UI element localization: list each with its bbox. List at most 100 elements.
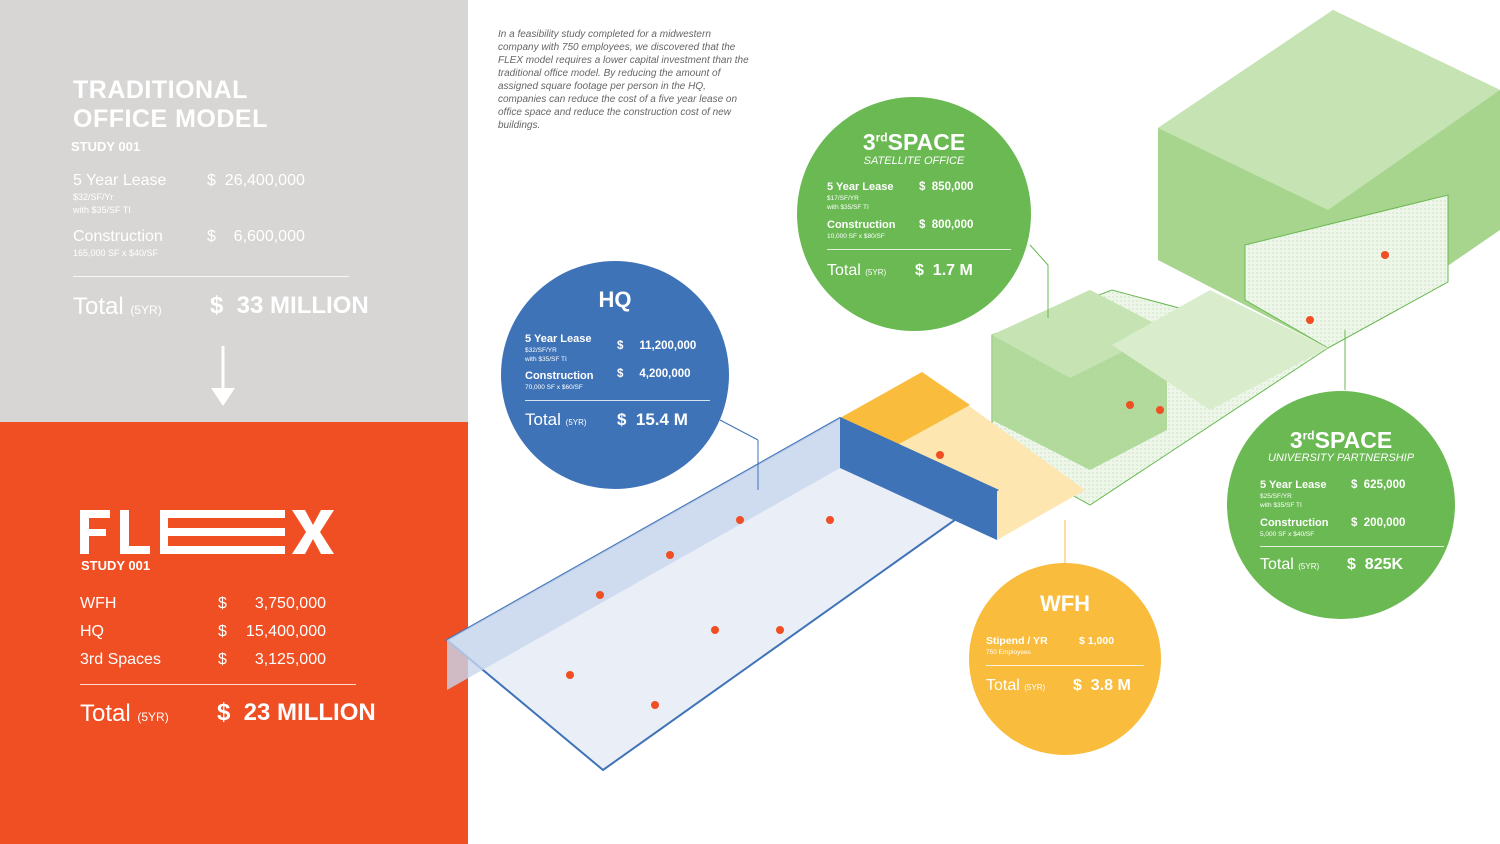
title-sup: rd bbox=[1302, 428, 1315, 443]
flex-panel: STUDY 001 WFH $ 3,750,000 HQ $ 15,400,00… bbox=[0, 422, 468, 844]
flex-row-3rd-currency: $ bbox=[218, 651, 227, 668]
hq-construction-sub: 70,000 SF x $60/SF bbox=[525, 384, 583, 391]
total-value: $ 33 MILLION bbox=[210, 292, 369, 319]
total-label-text: Total bbox=[986, 677, 1020, 694]
hq-circle: HQ 5 Year Lease $32/SF/YR with $35/SF TI… bbox=[501, 261, 729, 489]
flex-row-wfh-label: WFH bbox=[80, 595, 117, 612]
hq-lease-label: 5 Year Lease bbox=[525, 333, 592, 345]
isometric-office-illustration bbox=[445, 10, 1500, 772]
university-interior bbox=[1244, 194, 1449, 349]
people-figures bbox=[566, 251, 1389, 709]
callout-lines bbox=[719, 419, 759, 490]
wfh-title: WFH bbox=[1039, 591, 1091, 616]
flex-row-hq-value: 15,400,000 bbox=[245, 623, 326, 640]
total-period: (5YR) bbox=[565, 418, 587, 427]
construction-sub: 165,000 SF x $40/SF bbox=[73, 248, 159, 258]
hq-wall-right bbox=[840, 418, 997, 540]
total-label-text: Total bbox=[827, 262, 861, 279]
hq-title: HQ bbox=[598, 287, 632, 312]
university-subtitle: UNIVERSITY PARTNERSHIP bbox=[1267, 452, 1415, 464]
hq-wall-back bbox=[447, 418, 840, 690]
wfh-stipend-sub: 750 Employees bbox=[986, 649, 1031, 656]
traditional-title-2: OFFICE MODEL bbox=[73, 105, 268, 133]
divider bbox=[73, 276, 349, 277]
title-word: SPACE bbox=[1314, 427, 1393, 453]
wfh-total-value: $ 3.8 M bbox=[1073, 677, 1131, 694]
university-circle: 3rdSPACE UNIVERSITY PARTNERSHIP 5 Year L… bbox=[1227, 391, 1455, 619]
flex-study: STUDY 001 bbox=[81, 558, 151, 573]
title-word: SPACE bbox=[887, 129, 966, 155]
traditional-study: STUDY 001 bbox=[71, 139, 141, 154]
satellite-construction-label: Construction bbox=[827, 219, 896, 231]
traditional-title-1: TRADITIONAL bbox=[73, 76, 248, 104]
satellite-total-value: $ 1.7 M bbox=[915, 262, 973, 279]
university-roof bbox=[1158, 10, 1500, 210]
flex-row-wfh-currency: $ bbox=[218, 595, 227, 612]
divider bbox=[827, 249, 1011, 250]
flex-row-3rd-label: 3rd Spaces bbox=[80, 651, 161, 668]
satellite-title: 3rdSPACE bbox=[797, 129, 1031, 156]
wfh-stipend-value: $ 1,000 bbox=[1079, 635, 1115, 647]
lease-label: 5 Year Lease bbox=[73, 172, 167, 189]
hq-lease-value: $ 11,200,000 bbox=[617, 340, 697, 352]
divider bbox=[525, 400, 710, 401]
university-construction-label: Construction bbox=[1260, 517, 1329, 529]
flex-total-label: Total (5YR) bbox=[80, 700, 169, 728]
hq-construction-value: $ 4,200,000 bbox=[617, 368, 691, 380]
connector-roof bbox=[1112, 290, 1328, 410]
hq-total-value: $ 15.4 M bbox=[617, 410, 688, 429]
total-period: (5YR) bbox=[1298, 562, 1320, 571]
hq-lease-sub1: $32/SF/YR bbox=[525, 347, 557, 354]
wfh-wall bbox=[840, 372, 970, 450]
total-period: (5YR) bbox=[865, 268, 887, 277]
university-lease-sub2: with $35/SF TI bbox=[1260, 502, 1302, 509]
title-num: 3 bbox=[862, 129, 876, 155]
satellite-construction-value: $ 800,000 bbox=[919, 219, 974, 231]
hq-total-label: Total (5YR) bbox=[525, 410, 587, 430]
satellite-subtitle: SATELLITE OFFICE bbox=[863, 155, 965, 167]
satellite-construction-sub: 10,000 SF x $80/SF bbox=[827, 233, 885, 240]
total-label: Total (5YR) bbox=[73, 293, 162, 321]
flex-logo bbox=[80, 510, 334, 554]
university-title: 3rdSPACE bbox=[1227, 427, 1455, 454]
lease-sub1: $32/SF/Yr bbox=[73, 192, 114, 202]
flex-row-wfh-value: 3,750,000 bbox=[254, 595, 326, 612]
lease-value: $ 26,400,000 bbox=[207, 172, 305, 189]
flex-row-hq-label: HQ bbox=[80, 623, 104, 640]
satellite-lease-sub1: $17/SF/YR bbox=[827, 195, 859, 202]
satellite-roof bbox=[992, 290, 1167, 378]
satellite-circle: 3rdSPACE SATELLITE OFFICE 5 Year Lease $… bbox=[797, 97, 1031, 331]
hq-lease-sub2: with $35/SF TI bbox=[525, 356, 567, 363]
total-label-text: Total bbox=[73, 293, 124, 320]
total-label-text: Total bbox=[80, 700, 131, 727]
flex-total-value: $ 23 MILLION bbox=[217, 699, 376, 726]
university-construction-value: $ 200,000 bbox=[1351, 517, 1406, 529]
lease-sub2: with $35/SF TI bbox=[73, 205, 131, 215]
total-label-text: Total bbox=[1260, 556, 1294, 573]
flex-row-hq-currency: $ bbox=[218, 623, 227, 640]
traditional-office-panel: TRADITIONAL OFFICE MODEL STUDY 001 5 Yea… bbox=[0, 0, 468, 422]
arrow-down-icon bbox=[211, 346, 235, 406]
wfh-circle: WFH Stipend / YR 750 Employees $ 1,000 T… bbox=[969, 563, 1161, 755]
construction-value: $ 6,600,000 bbox=[207, 228, 305, 245]
total-period: (5YR) bbox=[130, 303, 162, 317]
satellite-lease-label: 5 Year Lease bbox=[827, 181, 894, 193]
divider bbox=[1260, 546, 1444, 547]
intro-paragraph: In a feasibility study completed for a m… bbox=[498, 29, 749, 131]
flex-row-3rd-value: 3,125,000 bbox=[254, 651, 326, 668]
university-lease-sub1: $25/SF/YR bbox=[1260, 493, 1292, 500]
satellite-lease-sub2: with $35/SF TI bbox=[827, 204, 869, 211]
divider bbox=[986, 665, 1144, 666]
university-total-value: $ 825K bbox=[1347, 556, 1404, 573]
title-sup: rd bbox=[875, 130, 888, 145]
title-num: 3 bbox=[1289, 427, 1303, 453]
total-period: (5YR) bbox=[137, 710, 169, 724]
university-construction-sub: 5,000 SF x $40/SF bbox=[1260, 531, 1315, 538]
wfh-stipend-label: Stipend / YR bbox=[986, 635, 1048, 647]
construction-label: Construction bbox=[73, 228, 163, 245]
satellite-lease-value: $ 850,000 bbox=[919, 181, 974, 193]
university-lease-value: $ 625,000 bbox=[1351, 479, 1406, 491]
university-lease-label: 5 Year Lease bbox=[1260, 479, 1327, 491]
university-total-label: Total (5YR) bbox=[1260, 556, 1319, 574]
satellite-total-label: Total (5YR) bbox=[827, 262, 886, 280]
